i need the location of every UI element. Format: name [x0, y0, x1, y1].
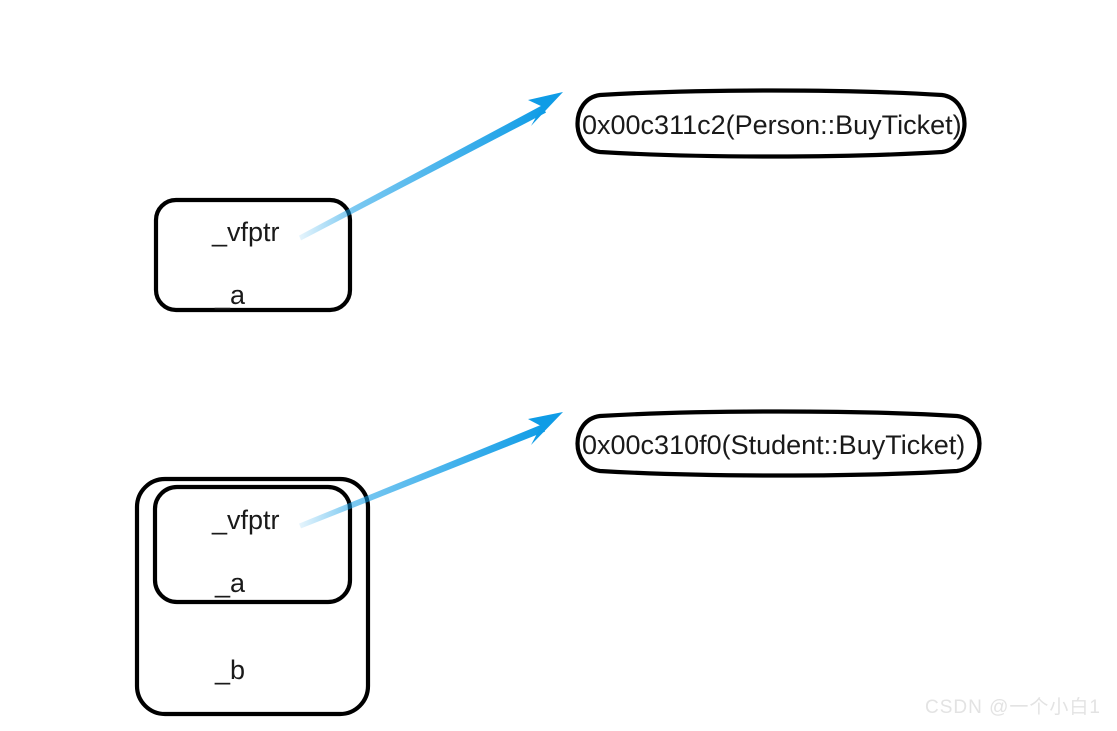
- csdn-watermark: CSDN @一个小白1: [925, 697, 1101, 718]
- student-vtable-entry-label: 0x00c310f0(Student::BuyTicket): [582, 430, 965, 460]
- student-member-a-label: _a: [214, 568, 246, 598]
- person-vtable-entry-label: 0x00c311c2(Person::BuyTicket): [582, 110, 962, 140]
- person-vfptr-arrow-shaft: [299, 105, 546, 241]
- person-member-a-label: _a: [214, 280, 246, 310]
- person-vfptr-arrow-head: [528, 92, 563, 126]
- student-base-part-box: [152, 484, 353, 605]
- person-vfptr-arrow: [299, 92, 563, 241]
- student-vtable-entry-box: [575, 409, 982, 478]
- student-vtable-entry: 0x00c310f0(Student::BuyTicket): [575, 409, 982, 478]
- student-member-vfptr-label: _vfptr: [211, 505, 280, 535]
- person-object-box: [153, 197, 353, 313]
- student-vfptr-arrow-head: [528, 412, 563, 445]
- person-member-vfptr-label: _vfptr: [211, 217, 280, 247]
- student-vfptr-arrow: [299, 412, 563, 529]
- person-object: _vfptr _a: [153, 197, 353, 313]
- student-vfptr-arrow-shaft: [299, 424, 545, 529]
- person-vtable-entry: 0x00c311c2(Person::BuyTicket): [575, 88, 967, 159]
- student-member-b-label: _b: [214, 655, 245, 685]
- student-object: _vfptr _a _b: [134, 476, 371, 717]
- person-vtable-entry-box: [575, 88, 967, 159]
